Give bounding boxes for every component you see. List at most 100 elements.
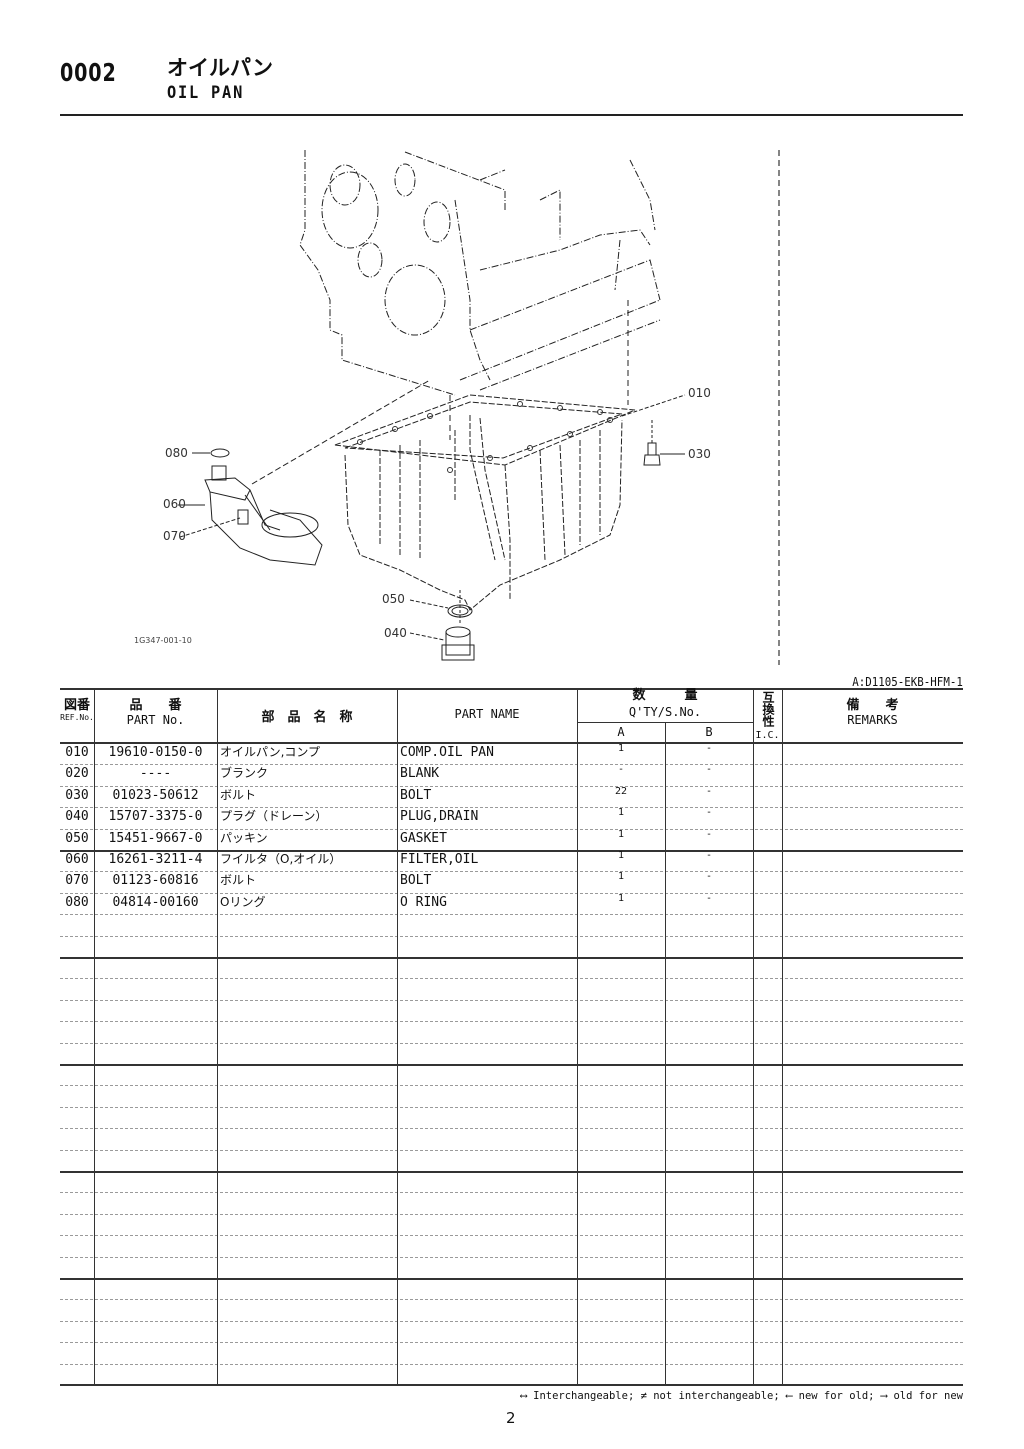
cell-part-no: 15451-9667-0 xyxy=(108,830,203,846)
cell-qty-a: 1 xyxy=(617,850,625,861)
table-bottom-rule xyxy=(60,1384,963,1386)
cell-qty-b: - xyxy=(705,785,713,797)
cell-qty-a: 1 xyxy=(617,743,625,754)
row-separator xyxy=(60,935,963,937)
row-separator xyxy=(60,1128,963,1130)
header-name-jp: 部 品 名 称 xyxy=(261,710,353,725)
header-ic: 互換性 I.C. xyxy=(753,688,782,742)
cell-ref: 050 xyxy=(65,830,89,846)
cell-part-no: 15707-3375-0 xyxy=(108,809,203,825)
col-divider xyxy=(782,688,783,1386)
row-separator xyxy=(60,1192,963,1194)
header-ref-jp: 図番 xyxy=(63,698,90,713)
cell-name-jp: プラグ（ドレーン） xyxy=(220,809,328,824)
cell-ref: 070 xyxy=(65,873,89,889)
header-rule xyxy=(60,114,963,116)
cell-name-jp: オイルパン,コンプ xyxy=(220,745,321,759)
section-title-jp: オイルパン xyxy=(167,56,274,80)
row-separator xyxy=(60,1256,963,1258)
cell-qty-a: - xyxy=(617,764,625,776)
cell-qty-a: 1 xyxy=(617,828,625,840)
section-code: 0002 xyxy=(60,58,117,87)
header-qty-a: A xyxy=(617,725,625,739)
cell-part-no: ---- xyxy=(139,766,172,782)
cell-ref: 010 xyxy=(65,745,89,760)
table-top-rule xyxy=(60,688,963,690)
col-divider xyxy=(665,722,666,1386)
cell-part-no: 19610-0150-0 xyxy=(108,745,203,760)
row-separator xyxy=(60,807,963,809)
section-title-en: OIL PAN xyxy=(167,83,245,103)
cell-qty-a: 22 xyxy=(614,785,628,797)
cell-name-jp: ボルト xyxy=(220,787,257,802)
row-separator xyxy=(60,1235,963,1237)
callout-040: 040 xyxy=(384,626,407,640)
cell-ref: 020 xyxy=(65,766,89,782)
parts-table: 図番 REF.No. 品 番 PART No. 部 品 名 称 PART NAM… xyxy=(60,688,963,1386)
row-separator xyxy=(60,1299,963,1301)
header-name-en: PART NAME xyxy=(454,707,520,721)
col-divider xyxy=(94,688,95,1386)
cell-name-en: BOLT xyxy=(400,873,432,889)
callout-060: 060 xyxy=(163,497,186,511)
cell-qty-b: - xyxy=(705,850,713,861)
figure-code: 1G347-001-10 xyxy=(134,636,192,645)
header-ic-en: I.C. xyxy=(755,730,780,741)
cell-qty-b: - xyxy=(705,764,713,776)
header-part-no: 品 番 PART No. xyxy=(94,694,217,727)
cell-part-no: 16261-3211-4 xyxy=(108,852,203,867)
cell-name-en: GASKET xyxy=(400,830,447,846)
group-separator xyxy=(60,850,963,852)
group-separator xyxy=(60,1278,963,1280)
row-separator xyxy=(60,1320,963,1322)
callout-070: 070 xyxy=(163,529,186,543)
row-separator xyxy=(60,999,963,1001)
row-separator xyxy=(60,1042,963,1044)
header-qty: 数 量 Q'TY/S.No. xyxy=(577,688,753,720)
row-separator xyxy=(60,871,963,873)
cell-name-jp: フイルタ（O,オイル） xyxy=(220,852,342,866)
group-separator xyxy=(60,1171,963,1173)
callout-030: 030 xyxy=(688,447,711,461)
header-remarks: 備 考 REMARKS xyxy=(782,694,963,727)
header-qty-b: B xyxy=(705,725,713,739)
header-part-no-jp: 品 番 xyxy=(129,698,182,713)
model-code: A:D1105-EKB-HFM-1 xyxy=(852,675,963,689)
cell-name-en: BLANK xyxy=(400,766,440,782)
exploded-parts-diagram xyxy=(178,150,780,665)
cell-qty-a: 1 xyxy=(617,892,625,904)
cell-name-jp: Oリング xyxy=(220,894,266,909)
row-separator xyxy=(60,892,963,894)
row-separator xyxy=(60,1363,963,1365)
cell-ref: 060 xyxy=(65,852,89,867)
row-separator xyxy=(60,764,963,766)
header-ref: 図番 REF.No. xyxy=(60,694,94,722)
cell-qty-b: - xyxy=(705,828,713,840)
header-remarks-jp: 備 考 xyxy=(846,698,899,713)
row-separator xyxy=(60,1342,963,1344)
header-part-no-en: PART No. xyxy=(126,713,185,727)
col-divider xyxy=(753,688,754,1386)
cell-qty-b: - xyxy=(705,743,713,754)
cell-name-jp: ボルト xyxy=(220,873,257,888)
row-separator xyxy=(60,785,963,787)
header-ic-jp: 互換性 xyxy=(761,691,775,727)
group-separator xyxy=(60,957,963,959)
header-qty-jp: 数 量 xyxy=(632,688,698,703)
cell-ref: 030 xyxy=(65,787,89,803)
callout-010: 010 xyxy=(688,386,711,400)
callout-080: 080 xyxy=(165,446,188,460)
page-number: 2 xyxy=(506,1409,516,1427)
row-separator xyxy=(60,978,963,980)
row-separator xyxy=(60,1021,963,1023)
group-separator xyxy=(60,1064,963,1066)
cell-qty-b: - xyxy=(705,807,713,819)
cell-part-no: 01023-50612 xyxy=(112,787,199,803)
